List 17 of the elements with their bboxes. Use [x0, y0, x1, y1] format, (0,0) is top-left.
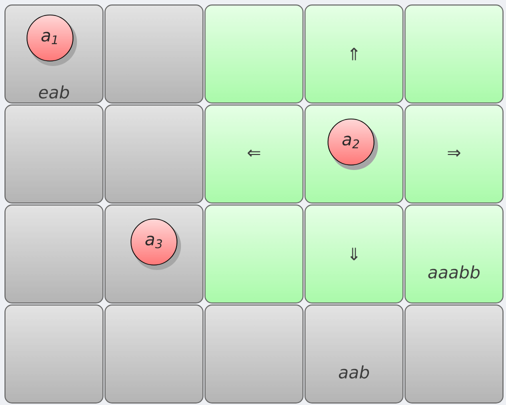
grid-cell [404, 4, 504, 104]
grid-cell: aab [304, 304, 404, 404]
grid-cell [4, 104, 104, 204]
grid-cell: ⇓ [304, 204, 404, 304]
grid-cell [204, 4, 304, 104]
grid-cell: aaabb [404, 204, 504, 304]
grid-cell: ⇒ [404, 104, 504, 204]
grid-cell [104, 104, 204, 204]
grid-cell [4, 304, 104, 404]
grid-cell [104, 304, 204, 404]
grid-cell [404, 304, 504, 404]
grid-cell [4, 204, 104, 304]
grid-cell [104, 4, 204, 104]
grid-cell [204, 304, 304, 404]
grid-cell [204, 204, 304, 304]
grid-cell: ⇑ [304, 4, 404, 104]
grid-cell: ⇐ [204, 104, 304, 204]
